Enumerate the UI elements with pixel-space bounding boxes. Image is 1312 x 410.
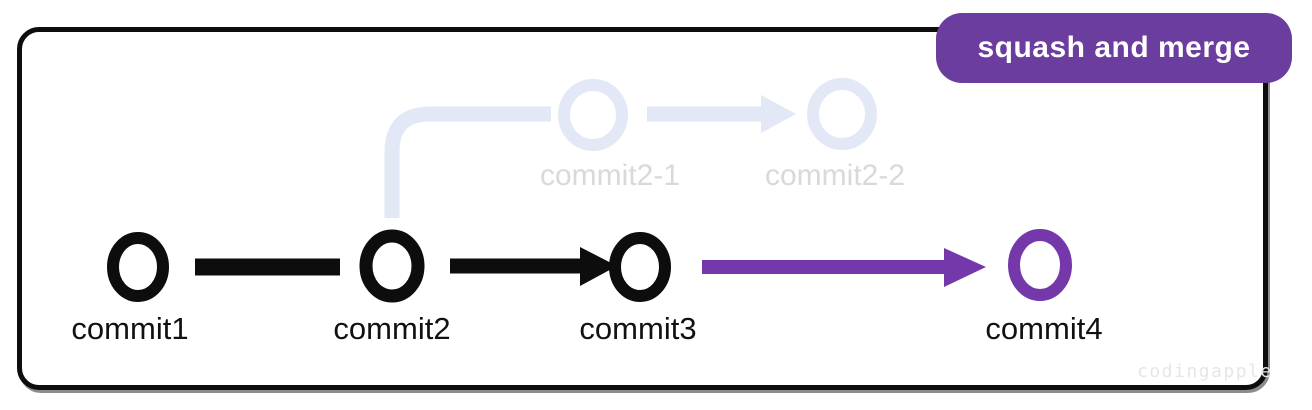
purple-arrowhead-icon — [944, 248, 986, 287]
commit4-node — [1008, 229, 1072, 301]
commit1-label: commit1 — [71, 311, 189, 346]
badge-label: squash and merge — [977, 31, 1251, 64]
faded-arrowhead-icon — [761, 95, 796, 133]
commit1-node — [107, 232, 169, 302]
squash-and-merge-badge: squash and merge — [936, 13, 1292, 83]
commit3-label: commit3 — [579, 311, 697, 346]
commit2-label: commit2 — [333, 311, 451, 346]
diagram-frame — [17, 27, 1268, 390]
commit2-1-label: commit2-1 — [539, 159, 681, 192]
commit2-2-node — [807, 78, 877, 150]
commit2-node — [359, 229, 425, 303]
commit2-2-label: commit2-2 — [764, 159, 906, 192]
commit3-node — [609, 232, 671, 302]
commit4-label: commit4 — [985, 311, 1103, 346]
black-arrowhead-icon — [580, 247, 617, 286]
feature-branch-curve-connector — [384, 106, 551, 218]
commit2-1-node — [558, 79, 628, 151]
watermark: codingapple — [1137, 361, 1273, 382]
